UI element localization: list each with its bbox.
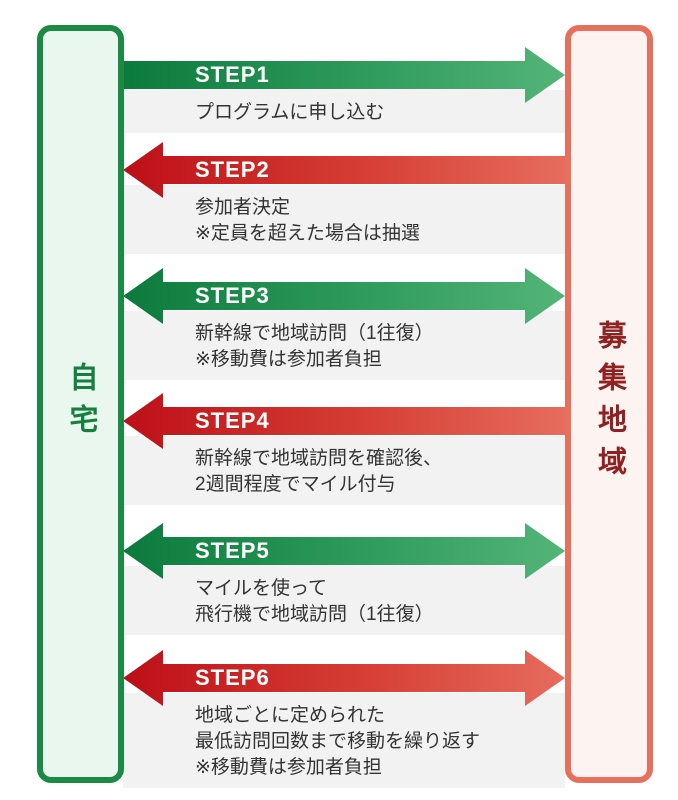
step-2: STEP2 参加者決定 ※定員を超えた場合は抽選: [123, 142, 565, 254]
step-2-description: 参加者決定 ※定員を超えた場合は抽選: [123, 185, 565, 254]
step-5-label: STEP5: [195, 538, 270, 563]
step-2-label: STEP2: [195, 157, 270, 182]
step-1-description: プログラムに申し込む: [123, 90, 565, 133]
home-label: 自宅: [65, 362, 97, 446]
step-5-description: マイルを使って 飛行機で地域訪問（1往復）: [123, 566, 565, 635]
step-3-description: 新幹線で地域訪問（1往復） ※移動費は参加者負担: [123, 311, 565, 380]
step-6: STEP6 地域ごとに定められた 最低訪問回数まで移動を繰り返す ※移動費は参加…: [123, 650, 565, 788]
step-5: STEP5 マイルを使って 飛行機で地域訪問（1往復）: [123, 523, 565, 635]
step-3-label: STEP3: [195, 283, 270, 308]
step-4-label: STEP4: [195, 408, 270, 433]
step-3: STEP3 新幹線で地域訪問（1往復） ※移動費は参加者負担: [123, 268, 565, 380]
step-1: STEP1 プログラムに申し込む: [123, 47, 565, 133]
step-4-description: 新幹線で地域訪問を確認後、 2週間程度でマイル付与: [123, 436, 565, 505]
step-6-label: STEP6: [195, 665, 270, 690]
step-4: STEP4 新幹線で地域訪問を確認後、 2週間程度でマイル付与: [123, 393, 565, 505]
recruitment-area-label: 募集地域: [593, 320, 626, 488]
steps-container: STEP1 プログラムに申し込む STEP2 参加者決定 ※定員を超えた場合は抽…: [123, 0, 565, 800]
home-box: 自宅: [37, 25, 124, 783]
recruitment-area-box: 募集地域: [565, 25, 653, 783]
step-6-description: 地域ごとに定められた 最低訪問回数まで移動を繰り返す ※移動費は参加者負担: [123, 693, 565, 788]
step-1-label: STEP1: [195, 62, 270, 87]
